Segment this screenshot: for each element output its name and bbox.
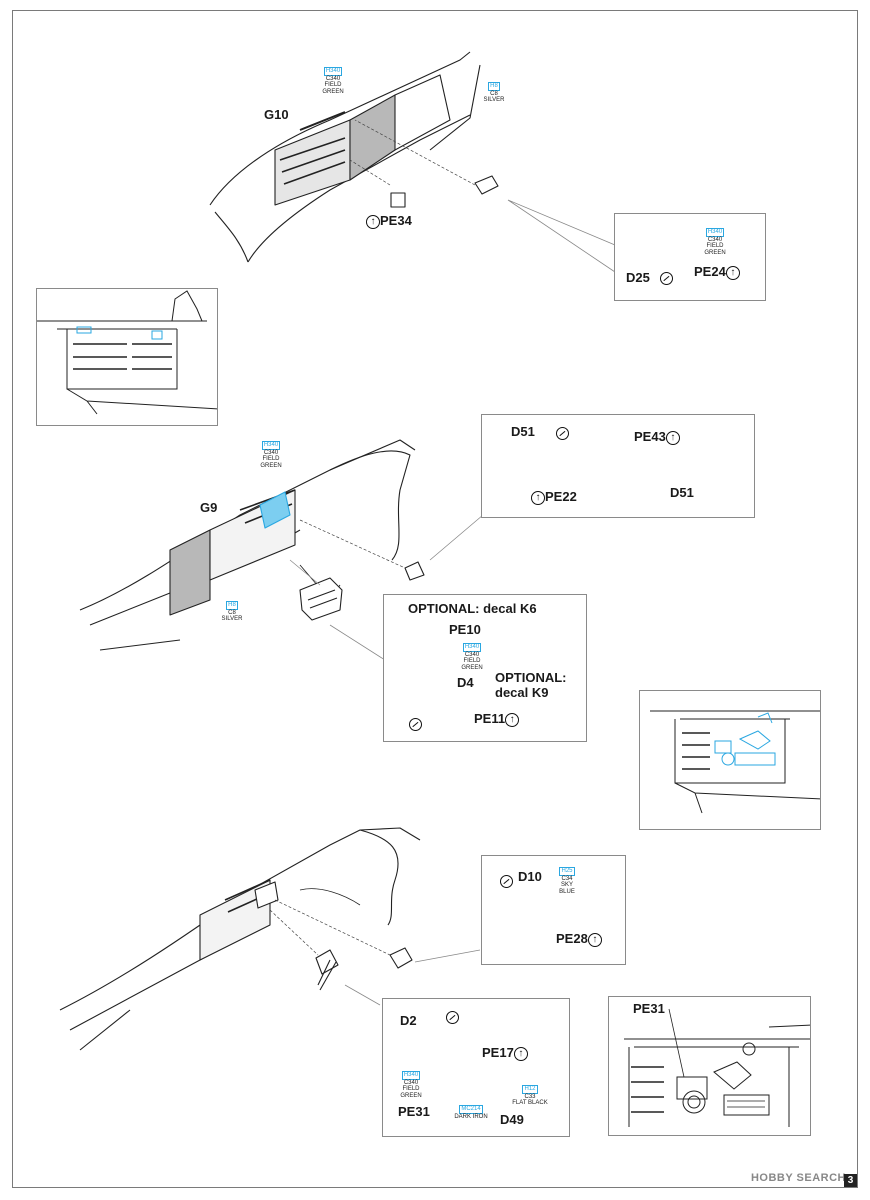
glue-icon (446, 1011, 459, 1024)
part-label-d25: D25 (626, 270, 650, 285)
part-label-d51-a: D51 (511, 424, 535, 439)
pe31-label: PE31 (398, 1104, 430, 1119)
pe43-label: PE43↑ (634, 429, 680, 445)
part-label-g9: G9 (200, 500, 218, 515)
pe34-label: ↑PE34 (366, 213, 412, 229)
part-label-d2: D2 (400, 1013, 417, 1028)
optional-decal-k6: OPTIONAL: decal K6 (408, 601, 537, 616)
pe22-text: PE22 (545, 489, 577, 504)
paint-code-field-green: H340 C340 FIELD GREEN (322, 67, 344, 95)
part-label-d49: D49 (500, 1112, 524, 1127)
pe10-label: PE10 (449, 622, 481, 637)
pe24-text: PE24 (694, 264, 726, 279)
paint-code-silver: H8 C8 SILVER (483, 82, 505, 103)
brand-watermark: HOBBY SEARCH (750, 1172, 846, 1184)
part-label-g10: G10 (264, 107, 289, 122)
pe17-text: PE17 (482, 1045, 514, 1060)
part-label-d4: D4 (457, 675, 474, 690)
flip-icon: ↑ (513, 1046, 528, 1061)
pe28-label: PE28↑ (556, 931, 602, 947)
pe11-text: PE11 (474, 711, 506, 726)
page-number: 3 (844, 1174, 857, 1187)
paint-code-dark-iron: MC214 DARK IRON (454, 1105, 488, 1120)
detail-pe31-label: PE31 (633, 1001, 665, 1016)
pe43-text: PE43 (634, 429, 666, 444)
glue-icon (409, 718, 422, 731)
flip-icon: ↑ (725, 265, 740, 280)
pe24-label: PE24↑ (694, 264, 740, 280)
callout-d25-paint: H340 C340 FIELD GREEN (704, 228, 726, 256)
flip-icon: ↑ (587, 932, 602, 947)
paint-code-field-green-3: H340 C340 FIELD GREEN (400, 1071, 422, 1099)
flip-icon: ↑ (505, 712, 520, 727)
detail-inset-2 (639, 690, 821, 830)
optional-decal-k9-line1: OPTIONAL: (495, 670, 567, 685)
paint-code-sky-blue: H25 C34 SKY BLUE (559, 867, 575, 895)
paint-code-silver-2: H8 C8 SILVER (221, 601, 243, 622)
flip-icon: ↑ (366, 214, 380, 229)
pe17-label: PE17↑ (482, 1045, 528, 1061)
optional-decal-k9-line2: decal K9 (495, 685, 549, 700)
part-label-d10: D10 (518, 869, 542, 884)
paint-code-flat-black: H12 C33 FLAT BLACK (512, 1085, 548, 1106)
detail-inset-3 (608, 996, 811, 1136)
pe34-text: PE34 (380, 213, 412, 228)
callout-d51 (481, 414, 755, 518)
optional-paint: H340 C340 FIELD GREEN (461, 643, 483, 671)
detail-inset-1 (36, 288, 218, 426)
callout-d2 (382, 998, 570, 1137)
glue-icon (500, 875, 513, 888)
glue-icon (556, 427, 569, 440)
pe11-label: PE11↑ (474, 711, 520, 727)
callout-d10 (481, 855, 626, 965)
page-frame (12, 10, 858, 1188)
flip-icon: ↑ (665, 430, 680, 445)
paint-code-field-green-2: H340 C340 FIELD GREEN (260, 441, 282, 469)
glue-icon (660, 272, 673, 285)
pe22-label: ↑PE22 (531, 489, 577, 505)
pe28-text: PE28 (556, 931, 588, 946)
part-label-d51-b: D51 (670, 485, 694, 500)
flip-icon: ↑ (531, 490, 545, 505)
callout-d25 (614, 213, 766, 301)
